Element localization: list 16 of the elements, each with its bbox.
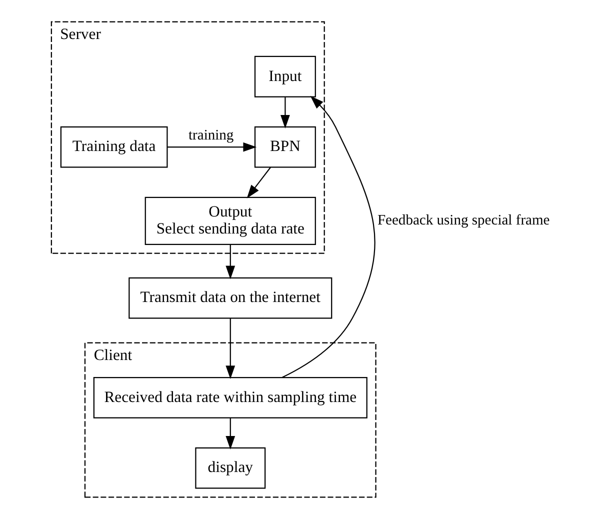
- arrow: [225, 244, 235, 280]
- arrow: [280, 97, 290, 128]
- edge-label: training: [188, 128, 234, 144]
- node-box: Training data: [60, 126, 168, 168]
- node-box: Input: [254, 56, 316, 98]
- node-box: Transmit data on the internet: [128, 277, 332, 319]
- node-box: BPN: [254, 126, 316, 168]
- node-box: Received data rate within sampling time: [92, 376, 367, 418]
- arrow: [166, 142, 256, 152]
- node-box: display: [194, 447, 266, 489]
- node-box: Output Select sending data rate: [144, 196, 316, 245]
- arrow: [246, 167, 270, 198]
- arrow: [225, 418, 235, 450]
- arrow: [225, 318, 235, 380]
- edge-label: Feedback using special frame: [376, 212, 550, 229]
- arrow: [282, 96, 375, 378]
